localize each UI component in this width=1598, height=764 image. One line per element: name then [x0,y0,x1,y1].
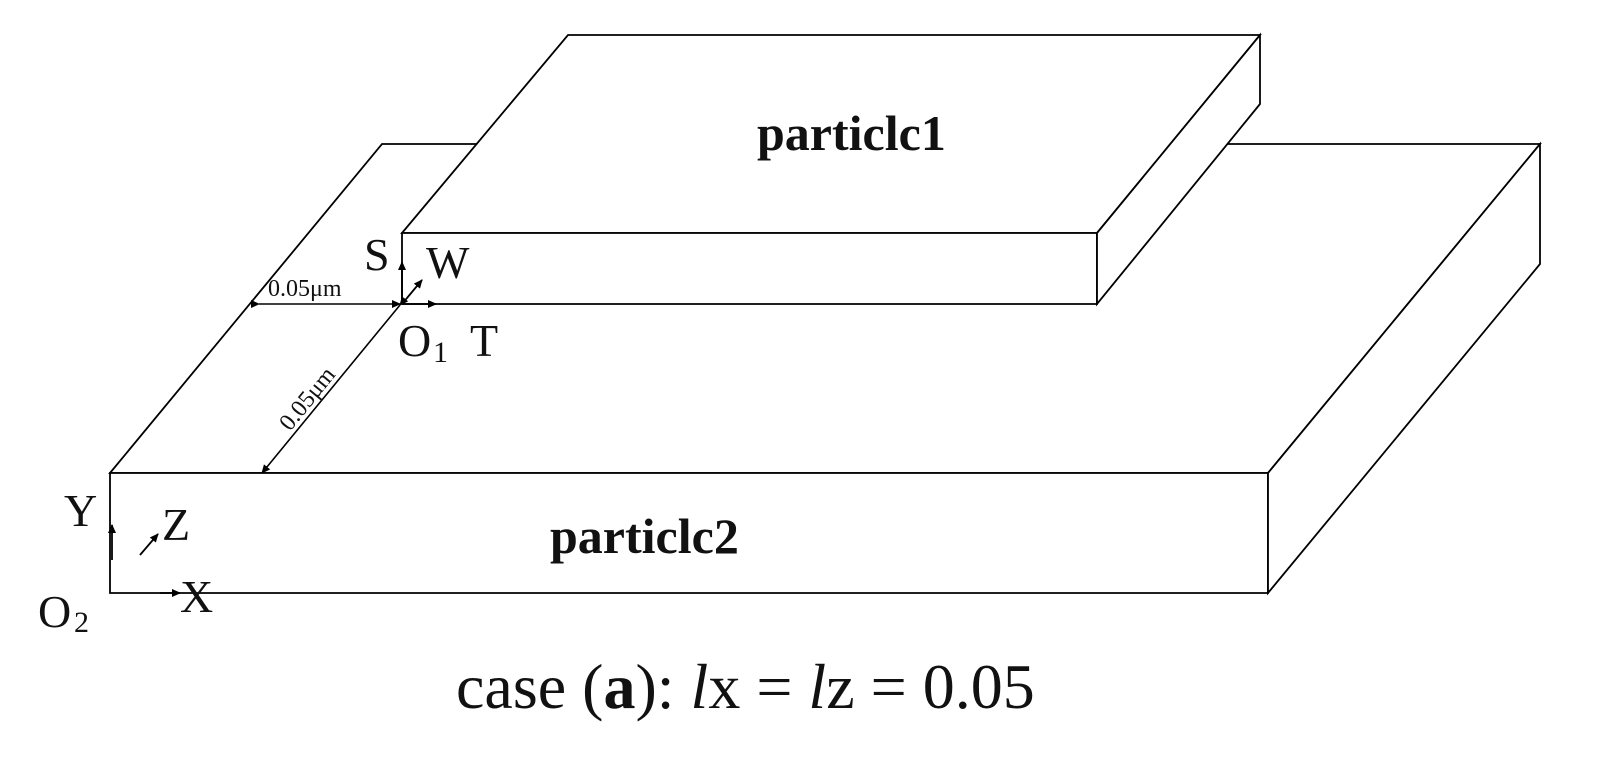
axis-z-label: Z [162,499,190,550]
dim-line-z [261,296,409,474]
dim-label-x: 0.05μm [268,276,342,302]
caption-z-part: z = 0.05 [826,651,1035,722]
axis-w-arrow [401,279,423,305]
particle1-label: particlc1 [757,105,946,161]
origin-o2-label: O [38,586,71,637]
particle2-label: particlc2 [550,508,739,564]
particle1-side-face [1096,32,1261,307]
axis-t-label: T [470,315,498,366]
caption-x-part: x = [708,651,808,722]
origin-o1-subscript: 1 [433,336,448,369]
caption-case-letter: a [603,651,635,722]
axis-s-label: S [364,229,390,280]
particle2-side-face [1267,141,1541,596]
axis-z-arrow [139,533,159,556]
caption-prefix: case ( [456,651,603,722]
local-axes [398,261,437,308]
axis-x-label: X [180,571,213,622]
caption-mid: ): [635,651,690,722]
caption-l-z: l [808,651,826,722]
dimension-markers [251,296,409,474]
axis-w-label: W [426,237,470,288]
origin-o1-label: O [398,315,431,366]
particle1-front-face [401,232,1098,305]
caption-l-x: l [691,651,709,722]
global-axes [108,524,181,597]
origin-o2-subscript: 2 [74,606,89,639]
axis-y-label: Y [64,485,97,536]
caption: case (a): lx = lz = 0.05 [456,651,1035,722]
